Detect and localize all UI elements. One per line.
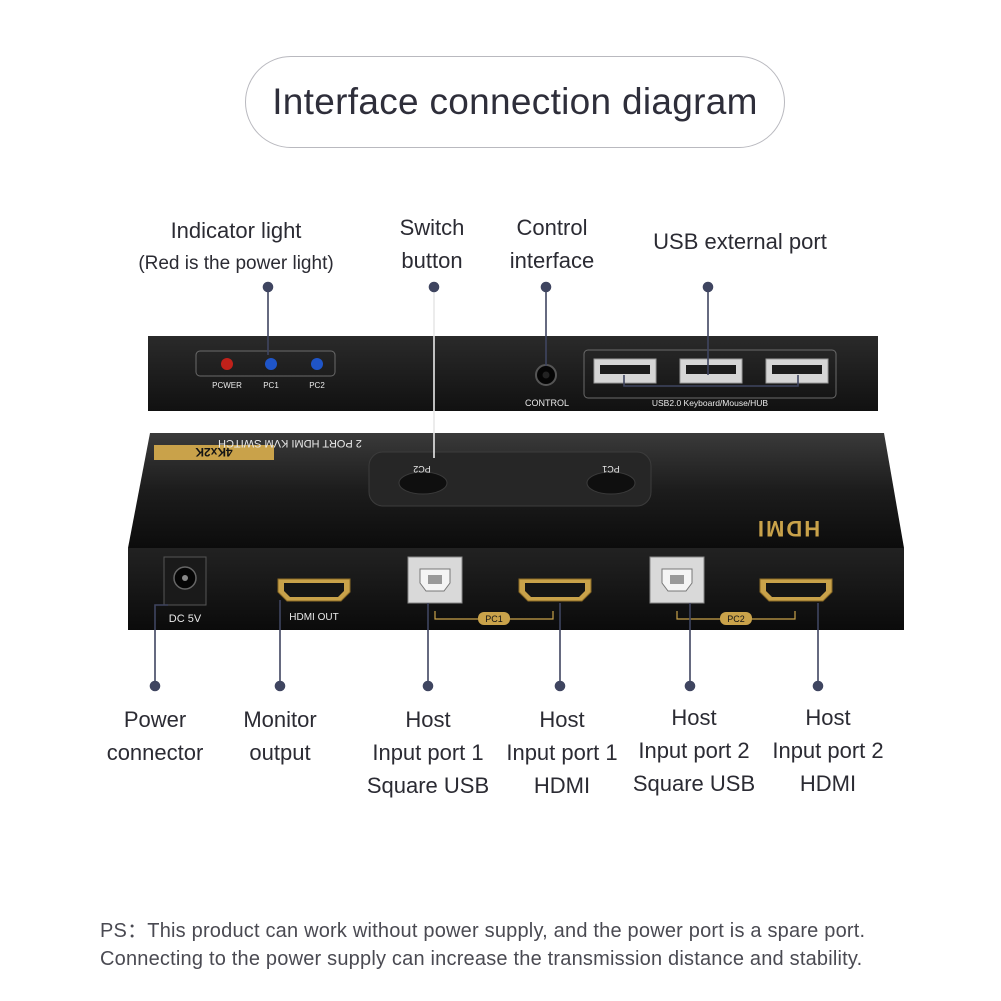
- pc2-led: [311, 358, 323, 370]
- label-host-hdmi-2: Host Input port 2 HDMI: [753, 701, 903, 800]
- button-well: [368, 451, 652, 507]
- switch-button-pc1[interactable]: [586, 471, 636, 495]
- badge-text: 4Kx2K: [195, 445, 233, 459]
- label-monitor-line2: output: [249, 740, 311, 765]
- label-host-usb-1: Host Input port 1 Square USB: [353, 703, 503, 802]
- label-host-usb1-line1: Host: [405, 707, 451, 732]
- hdmi-out-label: HDMI OUT: [289, 612, 338, 623]
- pc2-tag: PC2: [727, 614, 745, 624]
- diagram-title: Interface connection diagram: [272, 81, 758, 122]
- leader-dot-switch: [428, 281, 440, 293]
- button-label-pc2: PC2: [413, 464, 431, 474]
- label-host-usb2-line2: Input port 2: [638, 738, 750, 763]
- label-host-hdmi1-line2: Input port 1: [506, 740, 618, 765]
- device-front: 4Kx2K 2 PORT HDMI KVM SWITCH PC2 PC1 HDM…: [128, 433, 904, 630]
- model-text: 2 PORT HDMI KVM SWITCH: [218, 437, 362, 449]
- usb-b-port-2: [649, 556, 705, 604]
- label-control-line1: Control: [516, 215, 588, 240]
- device-back-panel: PCWER PC1 PC2 CONTROL USB2.0 Keyboard/Mo…: [148, 336, 878, 411]
- note-line-2: Connecting to the power supply can incre…: [100, 948, 863, 970]
- pc1-tag-bg: [478, 612, 510, 625]
- leader-dot-usb2: [684, 680, 696, 692]
- label-monitor-output: Monitor output: [210, 703, 350, 769]
- leader-usb-bracket: [623, 375, 799, 387]
- label-host-hdmi2-line1: Host: [805, 705, 851, 730]
- label-control-line2: interface: [509, 248, 595, 273]
- label-host-hdmi2-line3: HDMI: [799, 771, 857, 796]
- hdmi-logo: HDMI: [756, 516, 820, 541]
- leader-dot-power: [149, 680, 161, 692]
- label-host-usb2-line3: Square USB: [632, 771, 756, 796]
- control-label: CONTROL: [525, 398, 569, 408]
- control-jack-hole: [542, 371, 550, 379]
- leader-power: [154, 604, 168, 686]
- label-host-hdmi-1: Host Input port 1 HDMI: [487, 703, 637, 802]
- leader-dot-usb: [702, 281, 714, 293]
- label-usb-external-port: USB external port: [630, 225, 850, 258]
- badge-4k: 4Kx2K: [154, 445, 274, 460]
- button-label-pc1: PC1: [602, 464, 620, 474]
- hdmi-in-port-2: [759, 578, 833, 602]
- label-indicator-line2: (Red is the power light): [138, 253, 334, 274]
- led-label-power: PCWER: [212, 381, 242, 390]
- leader-dot-usb1: [422, 680, 434, 692]
- label-power-line2: connector: [106, 740, 204, 765]
- label-indicator-light: Indicator light (Red is the power light): [116, 214, 356, 280]
- leader-dot-indicator: [262, 281, 274, 293]
- usb-b-port-1: [407, 556, 463, 604]
- note-line-1: PS：This product can work without power s…: [100, 920, 866, 942]
- power-led: [221, 358, 233, 370]
- usb-a-port-2: [679, 358, 743, 384]
- label-monitor-line1: Monitor: [243, 707, 317, 732]
- hdmi-in-port-1: [518, 578, 592, 602]
- switch-button-pc2[interactable]: [398, 471, 448, 495]
- label-switch-line1: Switch: [399, 215, 465, 240]
- label-power-connector: Power connector: [85, 703, 225, 769]
- pc2-tag-bg: [720, 612, 752, 625]
- label-power-line1: Power: [123, 707, 187, 732]
- label-host-usb2-line1: Host: [671, 705, 717, 730]
- bottom-leader-lines: [149, 600, 824, 692]
- label-host-usb1-line2: Input port 1: [372, 740, 484, 765]
- usb-a-port-3: [765, 358, 829, 384]
- label-control-interface: Control interface: [487, 211, 617, 277]
- pc1-led: [265, 358, 277, 370]
- label-indicator-line1: Indicator light: [170, 218, 302, 243]
- label-host-usb1-line3: Square USB: [366, 773, 490, 798]
- label-host-usb-2: Host Input port 2 Square USB: [619, 701, 769, 800]
- leader-dot-control: [540, 281, 552, 293]
- label-host-hdmi1-line1: Host: [539, 707, 585, 732]
- leader-dot-hdmi2: [812, 680, 824, 692]
- led-label-pc2: PC2: [309, 381, 325, 390]
- top-leader-lines: [262, 281, 799, 458]
- pc1-tag: PC1: [485, 614, 503, 624]
- dc-jack-pin: [182, 575, 188, 581]
- usb-a-port-1: [593, 358, 657, 384]
- label-host-hdmi1-line3: HDMI: [533, 773, 591, 798]
- dc-label: DC 5V: [169, 613, 202, 625]
- diagram-title-pill: Interface connection diagram: [245, 56, 785, 148]
- hdmi-out-port: [277, 578, 351, 602]
- label-switch-line2: button: [401, 248, 463, 273]
- usb-port-frame: [583, 349, 837, 399]
- leader-dot-monitor: [274, 680, 286, 692]
- led-label-pc1: PC1: [263, 381, 279, 390]
- label-usb-line1: USB external port: [653, 229, 827, 254]
- led-frame: [195, 350, 336, 377]
- label-switch-button: Switch button: [372, 211, 492, 277]
- leader-dot-hdmi1: [554, 680, 566, 692]
- label-host-hdmi2-line2: Input port 2: [772, 738, 884, 763]
- usb-caption: USB2.0 Keyboard/Mouse/HUB: [652, 398, 769, 408]
